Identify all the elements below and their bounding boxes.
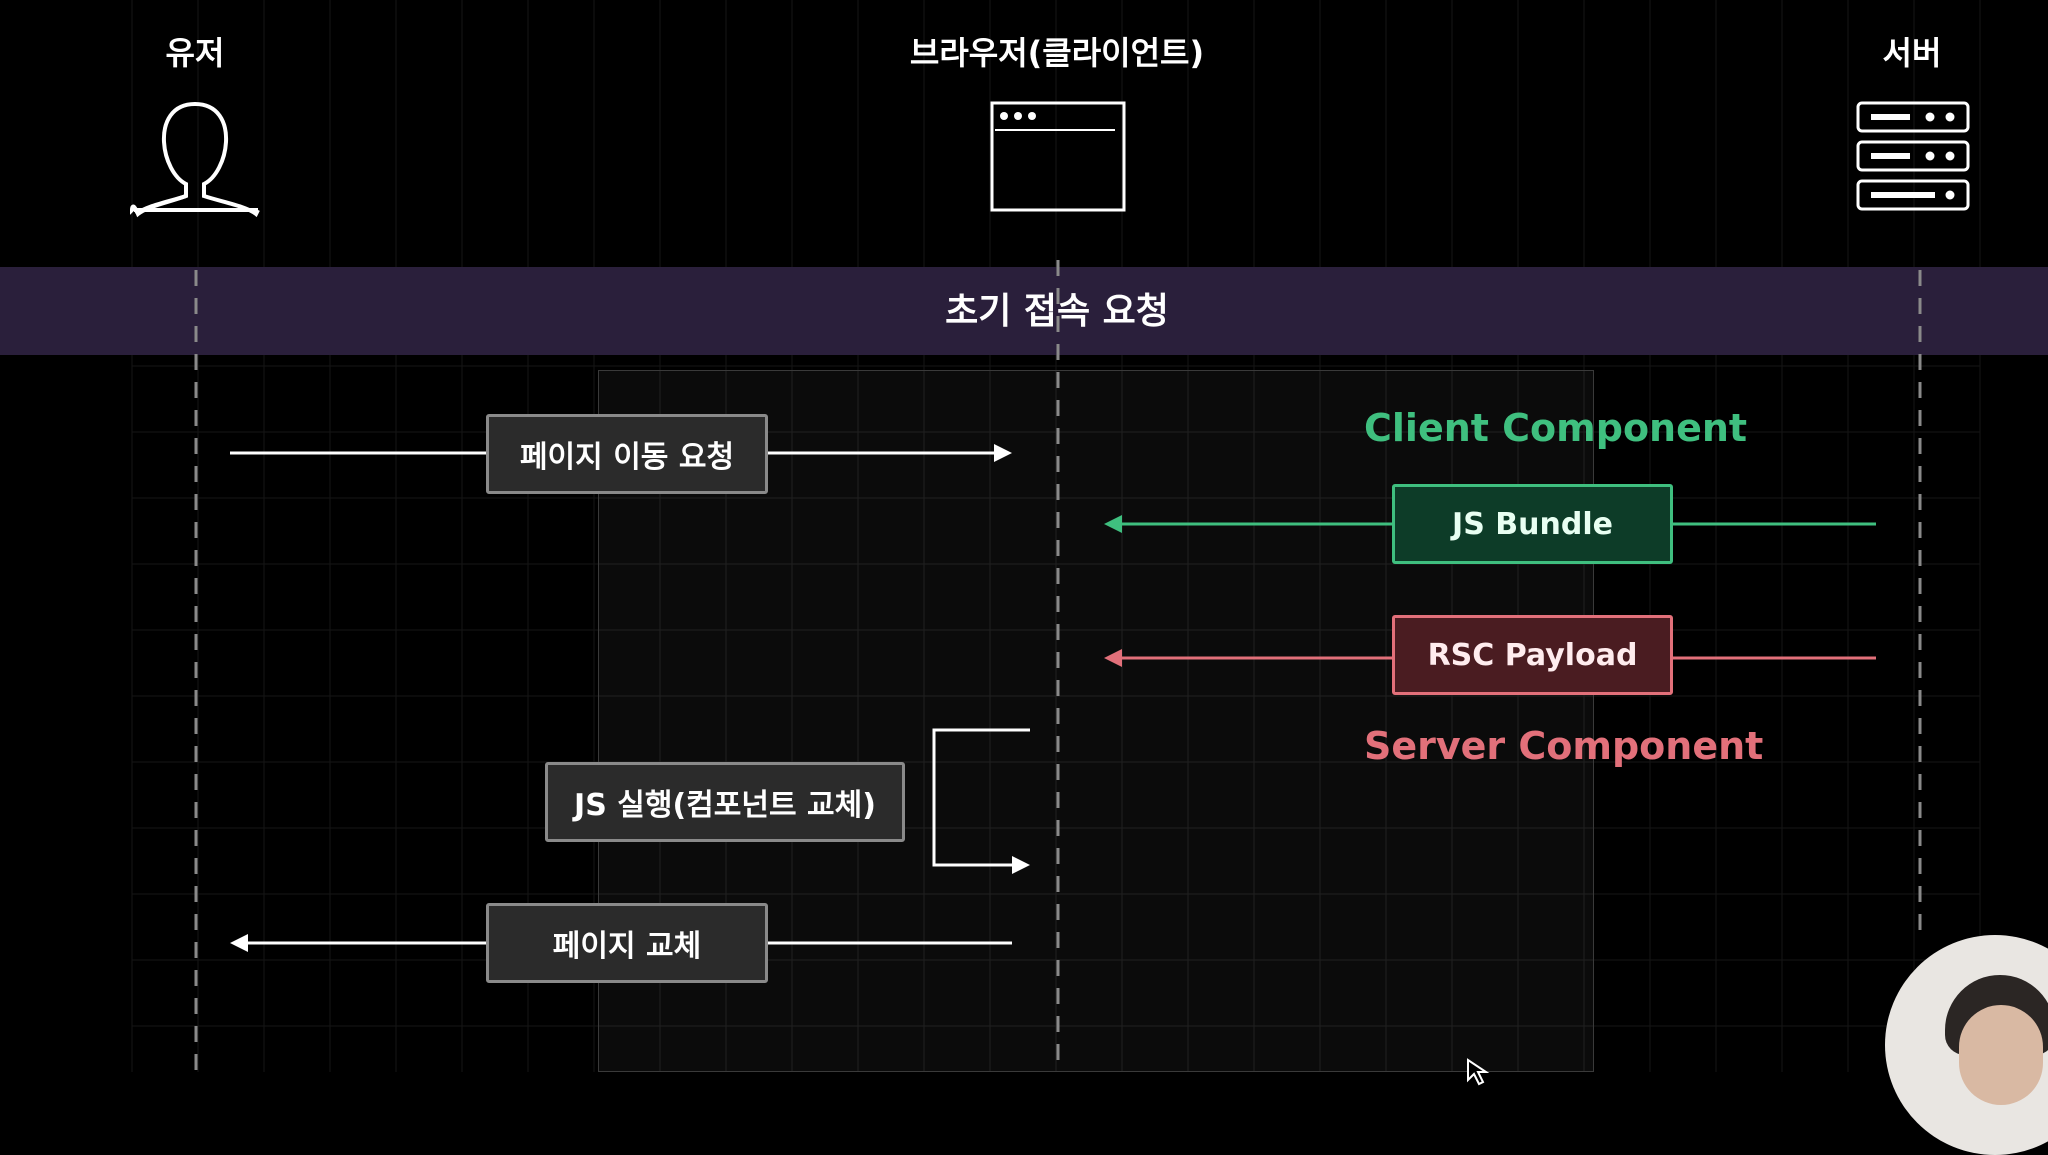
band-title: 초기 접속 요청 (945, 291, 1169, 332)
arrowhead-right-loop (1012, 856, 1030, 874)
background-grid (131, 0, 1981, 1072)
actor-browser-label: 브라우저(클라이언트) (909, 34, 1205, 72)
server-rack-icon (1856, 101, 1970, 211)
actor-user-label: 유저 (165, 34, 225, 72)
page-replace-box: 페이지 교체 (486, 903, 768, 983)
user-silhouette-icon (129, 102, 260, 218)
arrowhead-left (230, 934, 248, 952)
js-bundle-box: JS Bundle (1392, 484, 1673, 564)
initial-request-band (0, 267, 2048, 355)
js-execute-self-loop (932, 728, 1030, 867)
page-move-request-box: 페이지 이동 요청 (486, 414, 768, 494)
mouse-cursor-icon (1467, 1058, 1490, 1086)
arrowhead-right (994, 444, 1012, 462)
diagram-canvas (131, 0, 1981, 1072)
avatar-face (1959, 1005, 2043, 1105)
arrowhead-left-green (1104, 515, 1122, 533)
js-execute-box: JS 실행(컴포넌트 교체) (545, 762, 905, 842)
actor-server-label: 서버 (1882, 34, 1942, 72)
browser-window-icon (990, 101, 1126, 212)
diagram-overlay (129, 101, 1970, 1072)
arrowhead-left-red (1104, 649, 1122, 667)
server-component-caption: Server Component (1364, 724, 1764, 768)
rsc-payload-box: RSC Payload (1392, 615, 1673, 695)
client-component-caption: Client Component (1364, 406, 1748, 450)
